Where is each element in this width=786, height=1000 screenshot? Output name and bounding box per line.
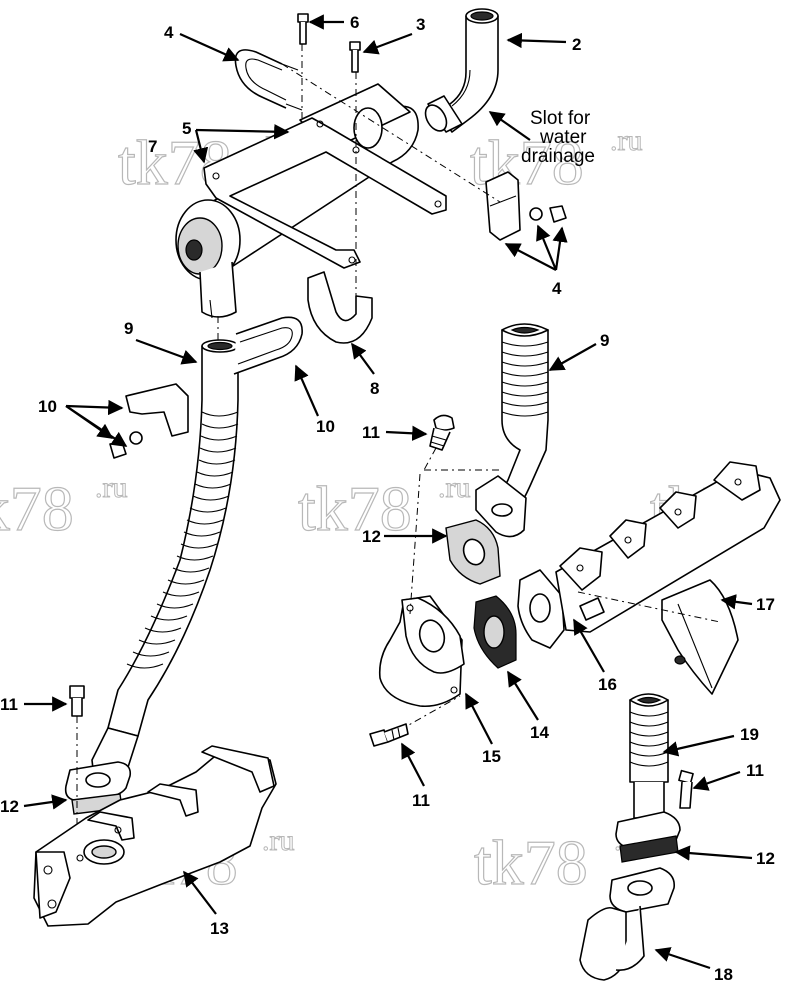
clamp-left	[109, 383, 189, 459]
u-bolt-top	[234, 49, 303, 111]
callout-11-mid: 11	[362, 423, 380, 442]
callout-4-right: 4	[552, 279, 562, 298]
svg-text:tk78: tk78	[0, 473, 74, 544]
leaders	[23, 14, 753, 970]
callout-8: 8	[370, 379, 379, 398]
callout-11-left: 11	[0, 695, 18, 714]
assembly-center-lines-top	[217, 44, 501, 346]
tail-pipe-elbow	[424, 8, 499, 133]
callout-9-left: 9	[124, 319, 133, 338]
callout-9-right: 9	[600, 331, 609, 350]
heat-shield	[661, 579, 739, 695]
gasket-14	[473, 595, 517, 669]
callout-12-bottom-right: 12	[756, 849, 775, 868]
bolt-11-lower-center	[369, 723, 409, 747]
svg-text:.ru: .ru	[610, 124, 643, 157]
flex-pipe-right	[475, 323, 549, 538]
gasket-bottom-right	[615, 811, 681, 863]
svg-text:water: water	[539, 127, 587, 148]
callout-3: 3	[416, 15, 425, 34]
u-bolt-left	[233, 316, 303, 375]
callout-11-bottom-right: 11	[746, 761, 764, 780]
callout-14: 14	[530, 723, 549, 742]
exhaust-manifold-right	[517, 461, 781, 649]
svg-text:Slot for: Slot for	[530, 108, 591, 129]
clamp-right	[485, 171, 567, 241]
bolt-11-bottom-right	[678, 769, 694, 809]
callout-7: 7	[148, 137, 157, 156]
callout-13: 13	[210, 919, 229, 938]
svg-text:tk78: tk78	[474, 827, 588, 898]
mounting-bracket	[203, 117, 447, 269]
callout-18: 18	[714, 965, 733, 984]
muffler	[175, 83, 419, 319]
exhaust-elbow-18	[579, 867, 676, 981]
exhaust-elbow	[378, 595, 465, 708]
callout-16: 16	[598, 675, 617, 694]
callout-11-lower: 11	[412, 791, 430, 810]
tail-pipe-19	[629, 693, 669, 819]
callout-4-top: 4	[164, 23, 174, 42]
note-slot-for-water-drainage: Slot for water drainage	[521, 108, 595, 167]
strap-clamp	[307, 271, 373, 344]
gasket-right	[445, 519, 501, 585]
svg-text:drainage: drainage	[521, 146, 595, 167]
watermark-mid-center: tk78 .ru	[297, 471, 471, 545]
callout-12-left: 12	[0, 797, 19, 816]
svg-text:.ru: .ru	[95, 471, 128, 504]
assembly-center-lines-right	[399, 473, 721, 731]
svg-text:.ru: .ru	[262, 824, 295, 857]
exhaust-manifold-left	[33, 745, 277, 927]
callout-19: 19	[740, 725, 759, 744]
callout-17: 17	[756, 595, 775, 614]
callout-2: 2	[572, 35, 581, 54]
svg-text:tk78: tk78	[298, 473, 412, 544]
callout-5: 5	[182, 119, 191, 138]
watermark-mid-left: tk78 .ru	[0, 471, 128, 545]
callout-6: 6	[350, 13, 359, 32]
callout-15: 15	[482, 747, 501, 766]
callout-12-mid: 12	[362, 527, 381, 546]
callout-10-left: 10	[38, 397, 57, 416]
bolt-11-left	[69, 685, 85, 858]
bolt-11-right-top	[423, 414, 500, 471]
bolt-3	[349, 41, 361, 73]
svg-text:.ru: .ru	[438, 471, 471, 504]
callouts: 2 3 4 6 5 7 4 8 9 10 10 9 11 12 11 12 13…	[0, 13, 775, 984]
bolt-6	[297, 13, 309, 45]
callout-10-right: 10	[316, 417, 335, 436]
